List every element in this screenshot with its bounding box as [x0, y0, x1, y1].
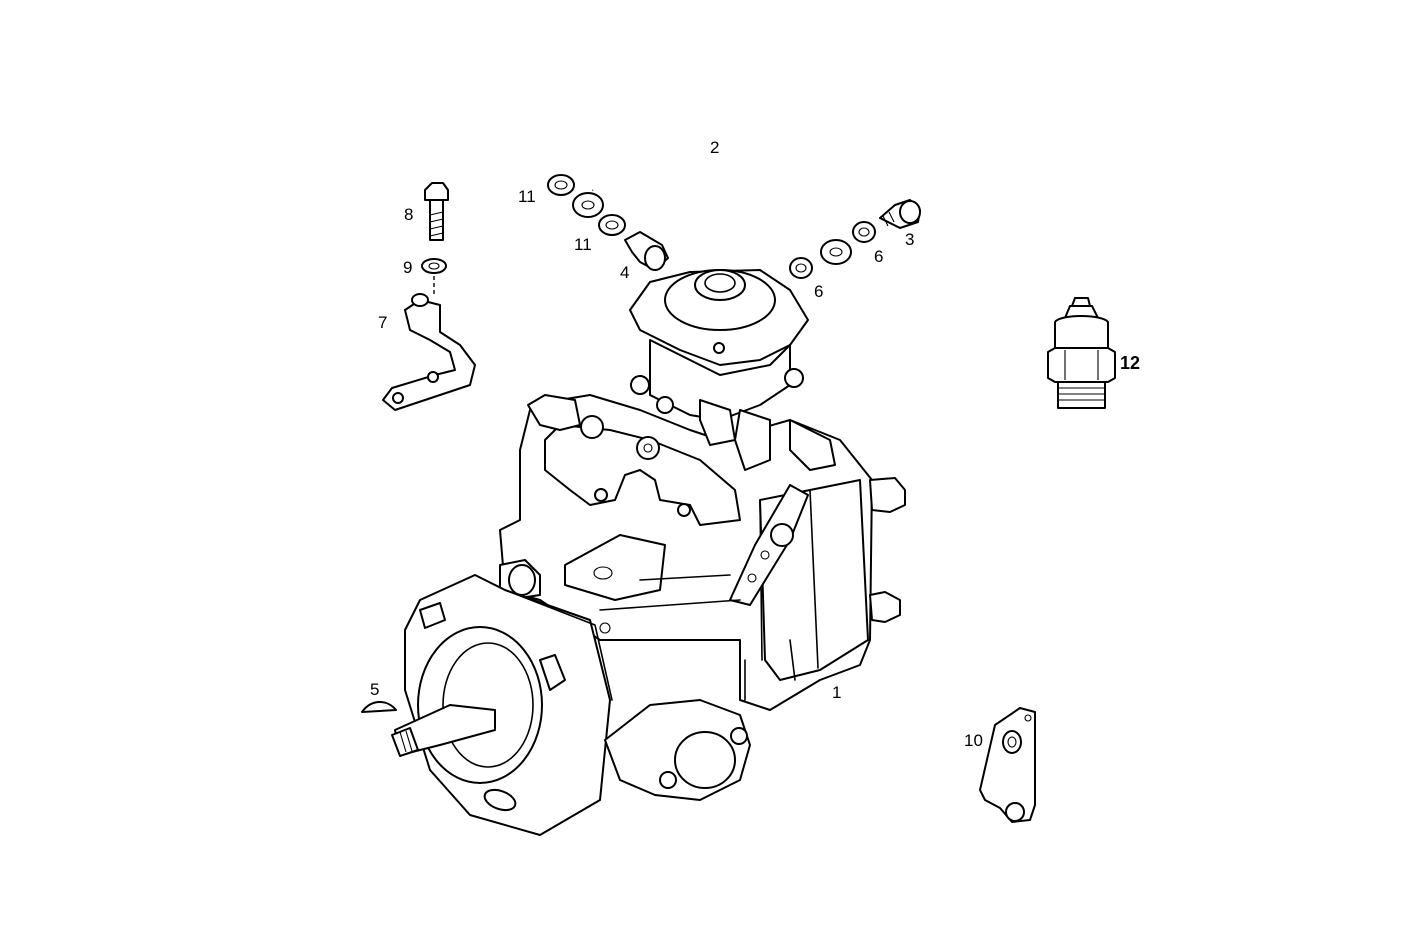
callout-12: 12	[1120, 353, 1140, 373]
callout-11a: 11	[518, 187, 536, 206]
callout-6b: 6	[874, 247, 883, 266]
banjo-pipe-assembly	[547, 168, 921, 279]
callout-8: 8	[404, 205, 413, 224]
callout-9: 9	[403, 258, 412, 277]
sensor-switch	[1047, 297, 1116, 409]
top-regulator-assembly	[629, 269, 836, 471]
callout-5: 5	[370, 680, 379, 699]
callout-11b: 11	[574, 235, 592, 254]
callout-10: 10	[964, 731, 983, 750]
callout-2: 2	[710, 138, 719, 157]
small-bracket	[979, 707, 1036, 823]
lower-housing-cover	[604, 699, 751, 801]
callout-3: 3	[905, 230, 914, 249]
callout-4: 4	[620, 263, 629, 282]
callout-1: 1	[832, 683, 841, 702]
callout-labels: 1 2 3 4 5 6 6 7 8 9 10 11 11 12	[370, 138, 1140, 750]
bracket-bolt-washer	[382, 182, 476, 411]
callout-6a: 6	[814, 282, 823, 301]
woodruff-key	[361, 701, 397, 713]
drive-flange	[391, 574, 613, 836]
callout-7: 7	[378, 313, 387, 332]
